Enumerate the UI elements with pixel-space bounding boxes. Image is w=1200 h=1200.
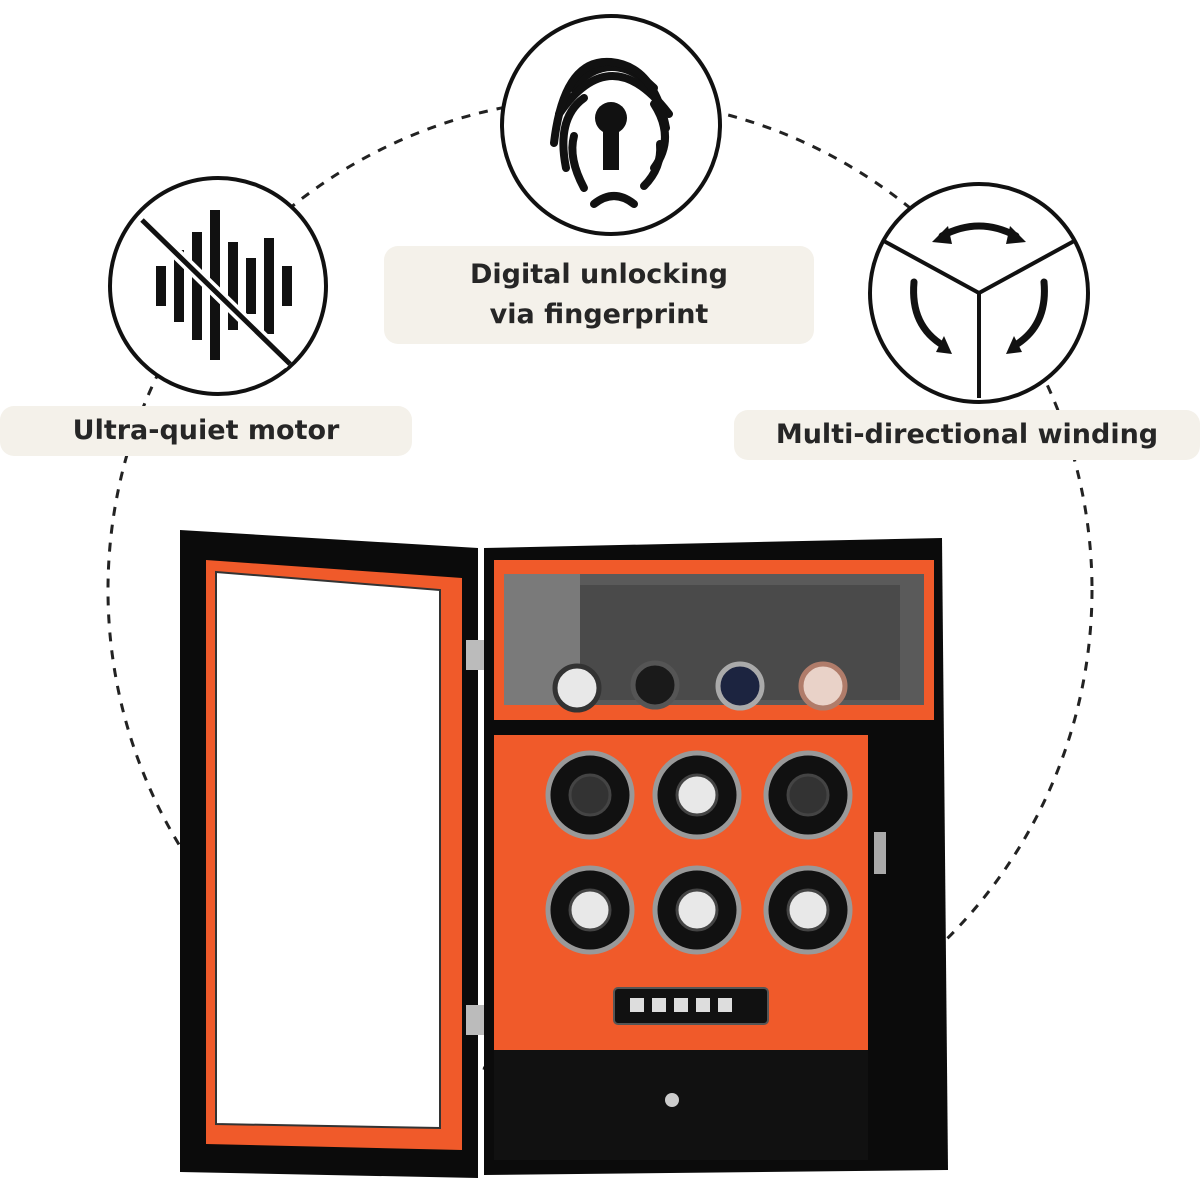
cabinet-drawer [494,1050,868,1160]
cabinet-lock [874,832,886,874]
feature-label-quiet-motor: Ultra-quiet motor [0,406,412,456]
feature-label-fingerprint: Digital unlocking via fingerprint [384,246,814,344]
feature-label-text: Ultra-quiet motor [72,415,340,446]
rotation-arrows-icon [868,182,1090,404]
display-watches [552,660,848,713]
control-panel [613,987,769,1025]
cabinet-body [484,538,948,1175]
feature-label-text: Multi-directional winding [775,419,1159,450]
winder-modules [545,750,853,955]
cabinet-door [180,530,488,1178]
fingerprint-keyhole-icon [500,14,722,236]
muted-soundwave-icon [108,176,328,396]
feature-label-winding: Multi-directional winding [734,410,1200,460]
feature-label-text: Digital unlocking via fingerprint [469,259,729,330]
